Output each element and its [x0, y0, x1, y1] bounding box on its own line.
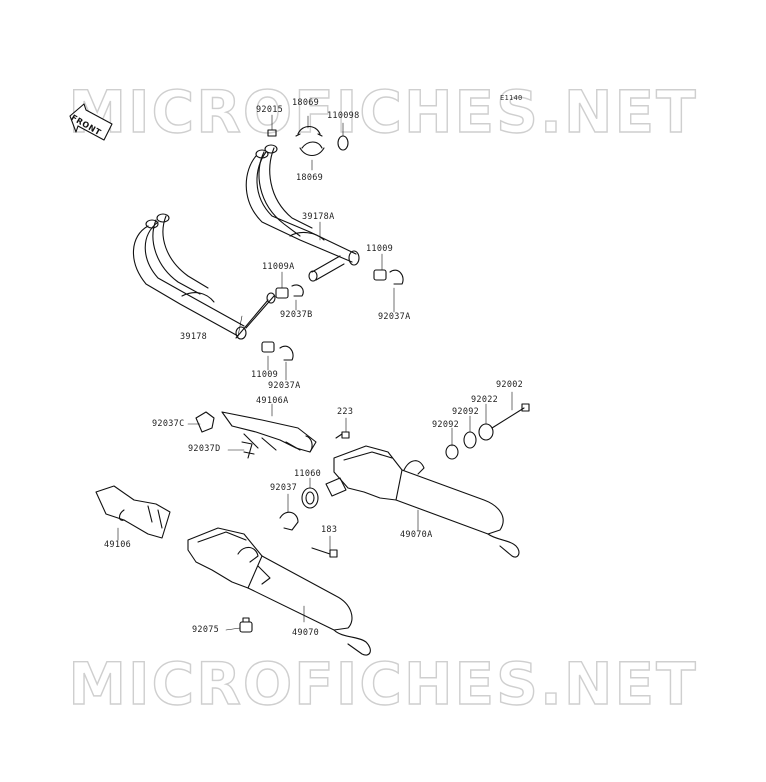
- exhaust-pipe-39178: [132, 213, 276, 340]
- watermark-bottom: MICROFICHES.NET: [68, 649, 698, 718]
- part-label-39178A: 39178A: [302, 212, 335, 222]
- part-label-49070: 49070: [292, 628, 320, 638]
- grommet-92092-a: [463, 431, 477, 449]
- diagram-code: E1140: [500, 94, 523, 102]
- part-label-223: 223: [337, 407, 354, 417]
- part-label-11009A: 11009A: [262, 262, 295, 272]
- part-label-92002: 92002: [496, 380, 524, 390]
- gasket-11009-right: [373, 269, 387, 281]
- exhaust-pipe-39178A: [245, 144, 360, 282]
- part-label-49070A: 49070A: [400, 530, 433, 540]
- part-label-92092-lower: 92092: [432, 420, 460, 430]
- gasket-11009A: [275, 287, 289, 299]
- part-label-92037D: 92037D: [188, 444, 221, 454]
- front-arrow-icon: [69, 103, 113, 141]
- part-label-110098: 110098: [327, 111, 360, 121]
- part-label-183: 183: [321, 525, 338, 535]
- clamp-92037B: [291, 284, 304, 297]
- clamp-92037: [279, 511, 299, 531]
- heat-shield-49106A: [221, 411, 317, 453]
- part-label-92037C: 92037C: [152, 419, 185, 429]
- part-label-92022: 92022: [471, 395, 499, 405]
- part-label-11009-right: 11009: [366, 244, 394, 254]
- part-label-92015: 92015: [256, 105, 284, 115]
- part-label-11060: 11060: [294, 469, 322, 479]
- clamp-18069-upper: [295, 125, 323, 137]
- clip-92037C: [195, 411, 215, 433]
- clamp-92037A-right: [389, 269, 404, 285]
- bolt-223: [335, 431, 350, 439]
- rubber-mount-92075: [239, 617, 253, 633]
- part-label-11009-lower: 11009: [251, 370, 279, 380]
- part-label-92075: 92075: [192, 625, 220, 635]
- clamp-92037A-lower: [279, 345, 294, 361]
- part-label-18069-upper: 18069: [292, 98, 320, 108]
- grommet-92092-b: [445, 444, 459, 460]
- nut-92015: [267, 129, 277, 137]
- part-label-92092-upper: 92092: [452, 407, 480, 417]
- muffler-49070A: [325, 445, 520, 558]
- clamp-18069-lower: [299, 141, 325, 157]
- part-label-92037: 92037: [270, 483, 298, 493]
- bolt-92002: [491, 403, 530, 429]
- part-label-92037A-lower: 92037A: [268, 381, 301, 391]
- muffler-49070: [187, 527, 371, 656]
- part-label-39178: 39178: [180, 332, 208, 342]
- clip-92037D: [241, 441, 255, 459]
- gasket-11060: [301, 487, 319, 509]
- washer-92022: [478, 423, 494, 441]
- part-label-49106A: 49106A: [256, 396, 289, 406]
- watermark-top: MICROFICHES.NET: [68, 77, 698, 146]
- part-label-92037A-right: 92037A: [378, 312, 411, 322]
- heat-shield-49106: [95, 485, 171, 539]
- gasket-110098: [337, 135, 349, 151]
- bolt-183: [311, 547, 338, 558]
- part-label-18069-lower: 18069: [296, 173, 324, 183]
- part-label-92037B: 92037B: [280, 310, 313, 320]
- leader-lines: [117, 114, 513, 631]
- part-label-49106: 49106: [104, 540, 132, 550]
- gasket-11009-lower: [261, 341, 275, 353]
